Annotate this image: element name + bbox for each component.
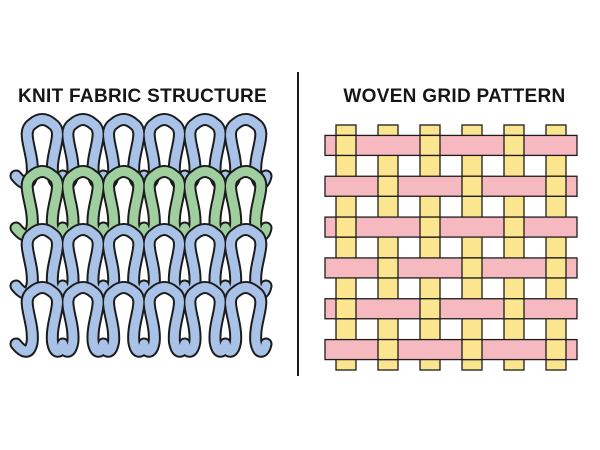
warp-strip bbox=[545, 124, 567, 371]
weft-strip bbox=[324, 298, 578, 320]
warp-over-crossing bbox=[503, 216, 525, 238]
weft-strip bbox=[324, 257, 578, 279]
warp-over-crossing bbox=[461, 338, 483, 361]
weft-strip bbox=[324, 216, 578, 238]
weft-strip bbox=[324, 338, 578, 361]
warp-over-crossing bbox=[419, 216, 441, 238]
warp-over-crossing bbox=[545, 257, 567, 279]
warp-over-crossing bbox=[545, 338, 567, 361]
knit-yarn-strand bbox=[11, 115, 271, 188]
warp-strip bbox=[419, 124, 441, 371]
warp-strip bbox=[461, 124, 483, 371]
knit-yarn-row-1 bbox=[9, 113, 273, 190]
warp-over-crossing bbox=[335, 298, 357, 320]
center-divider bbox=[297, 72, 299, 376]
knit-yarn-strand bbox=[11, 283, 271, 356]
warp-over-crossing bbox=[377, 338, 399, 361]
warp-over-crossing bbox=[545, 175, 567, 197]
woven-title: WOVEN GRID PATTERN bbox=[343, 86, 566, 107]
warp-strip bbox=[503, 124, 525, 371]
warp-strip bbox=[335, 124, 357, 371]
knit-title: KNIT FABRIC STRUCTURE bbox=[17, 86, 268, 107]
warp-over-crossing bbox=[461, 257, 483, 279]
warp-over-crossing bbox=[419, 298, 441, 320]
knit-yarn-row-4 bbox=[9, 281, 273, 358]
knit-yarn-strand bbox=[11, 167, 271, 240]
weft-strip bbox=[324, 175, 578, 197]
warp-over-crossing bbox=[419, 134, 441, 157]
warp-over-crossing bbox=[503, 134, 525, 157]
knit-yarn-row-2 bbox=[9, 165, 273, 242]
warp-strip bbox=[377, 124, 399, 371]
warp-over-crossing bbox=[377, 257, 399, 279]
warp-over-crossing bbox=[377, 175, 399, 197]
warp-over-crossing bbox=[461, 175, 483, 197]
warp-over-crossing bbox=[335, 134, 357, 157]
warp-over-crossing bbox=[335, 216, 357, 238]
knit-yarn-strand bbox=[11, 225, 271, 298]
weft-strip bbox=[324, 134, 578, 157]
warp-over-crossing bbox=[503, 298, 525, 320]
knit-yarn-row-3 bbox=[9, 223, 273, 300]
